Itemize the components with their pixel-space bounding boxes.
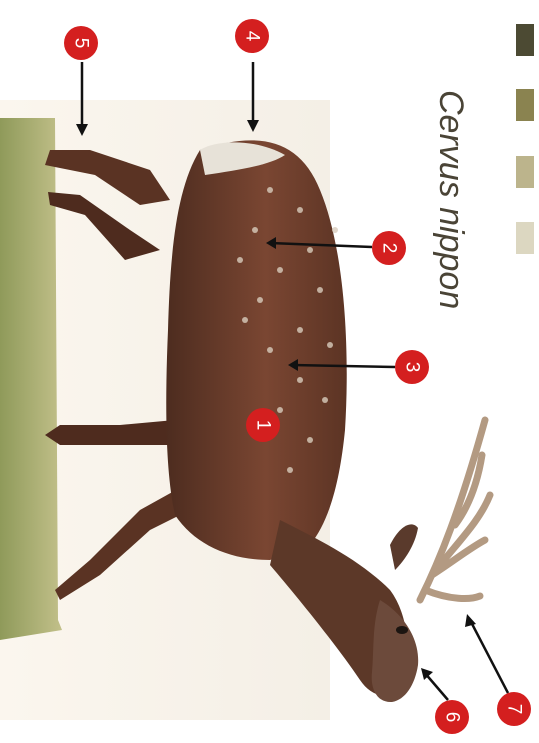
color-swatch-1 bbox=[516, 24, 534, 56]
marker-4: 4 bbox=[235, 19, 269, 53]
species-caption: Cervus nippon bbox=[430, 90, 470, 330]
marker-5: 5 bbox=[64, 26, 98, 60]
marker-2-label: 2 bbox=[379, 243, 400, 254]
antlers bbox=[420, 420, 490, 600]
deer-eye bbox=[396, 626, 408, 634]
color-swatch-4 bbox=[516, 222, 534, 254]
arrow-7 bbox=[470, 620, 508, 693]
deer-body bbox=[166, 140, 346, 560]
color-swatch-3 bbox=[516, 156, 534, 188]
marker-2: 2 bbox=[372, 231, 406, 265]
marker-6: 6 bbox=[435, 700, 469, 734]
marker-3-label: 3 bbox=[402, 362, 423, 373]
marker-5-label: 5 bbox=[71, 38, 92, 49]
marker-7-label: 7 bbox=[504, 704, 525, 715]
deer-head bbox=[372, 600, 418, 702]
deer-ear bbox=[390, 524, 418, 570]
marker-3: 3 bbox=[395, 350, 429, 384]
marker-1-label: 1 bbox=[253, 420, 274, 431]
marker-4-label: 4 bbox=[242, 31, 263, 42]
marker-6-label: 6 bbox=[442, 712, 463, 723]
color-swatch-2 bbox=[516, 89, 534, 121]
marker-7: 7 bbox=[497, 692, 531, 726]
marker-1: 1 bbox=[246, 408, 280, 442]
